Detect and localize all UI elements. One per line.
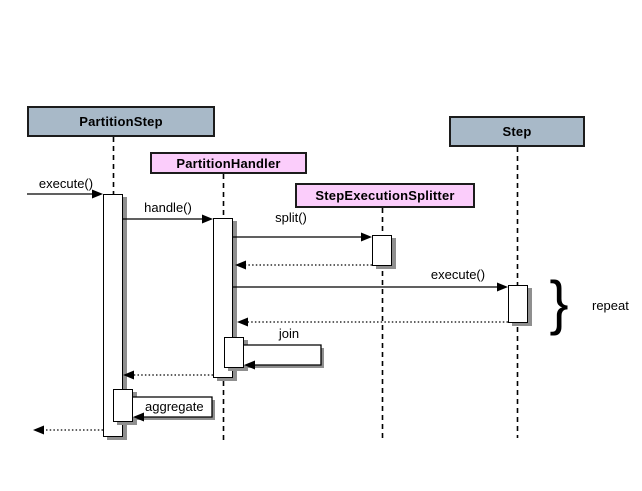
- actor-box-stepexecutionsplitter: StepExecutionSplitter: [295, 183, 475, 208]
- aggregate-loop-fill: [133, 397, 212, 417]
- join-loop-outline: [244, 344, 322, 366]
- activation-partitionstep: [103, 194, 123, 437]
- message-label-aggregate: aggregate: [145, 399, 204, 414]
- actor-label-stepexecutionsplitter: StepExecutionSplitter: [315, 188, 455, 203]
- message-label-handle: handle(): [144, 200, 192, 215]
- arrowhead-execute-to-partitionstep: [92, 189, 103, 199]
- actor-label-partitionhandler: PartitionHandler: [176, 155, 281, 171]
- join-loop-fill: [244, 345, 321, 365]
- message-label-execute-step: execute(): [430, 267, 486, 282]
- actor-label-partitionstep: PartitionStep: [79, 114, 163, 129]
- actor-box-partitionstep: PartitionStep: [27, 106, 215, 137]
- repeat-brace: }: [549, 269, 569, 336]
- message-label-split: split(): [275, 210, 307, 225]
- arrowhead-return-split: [235, 260, 246, 270]
- arrowhead-split: [361, 232, 372, 242]
- activation-join-nested: [224, 337, 244, 368]
- activation-aggregate-nested: [113, 389, 133, 422]
- arrowhead-execute-to-step: [497, 282, 508, 292]
- actor-label-step: Step: [502, 124, 532, 139]
- arrowhead-return-handle: [123, 370, 134, 380]
- arrowhead-join: [244, 360, 255, 370]
- activation-step: [508, 285, 528, 323]
- actor-box-step: Step: [449, 116, 585, 147]
- message-label-join: join: [278, 326, 300, 341]
- arrowhead-return-step: [237, 317, 248, 327]
- message-label-execute-partitionstep: execute(): [38, 176, 94, 191]
- arrowhead-return-execute: [33, 425, 44, 435]
- aggregate-loop-outline: [133, 396, 213, 418]
- arrowhead-handle: [202, 214, 213, 224]
- arrowhead-aggregate: [133, 412, 144, 422]
- repeat-label: repeat: [592, 298, 629, 313]
- activation-stepexecutionsplitter: [372, 235, 392, 266]
- actor-box-partitionhandler: PartitionHandler: [150, 152, 307, 174]
